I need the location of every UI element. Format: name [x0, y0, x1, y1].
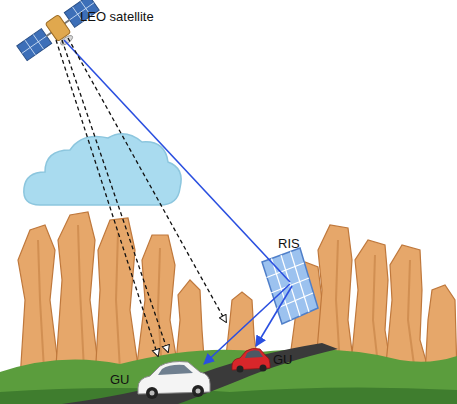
- satellite-label: LEO satellite: [80, 9, 154, 24]
- gu-label: GU: [110, 372, 130, 387]
- gu-label: GU: [273, 352, 293, 367]
- red-car: [232, 348, 270, 372]
- rock-shading: [38, 225, 414, 370]
- ris-panel: [262, 248, 318, 324]
- ris-label: RIS: [278, 236, 300, 251]
- signal-paths: [56, 38, 292, 364]
- cloud: [24, 134, 181, 205]
- road: [62, 343, 338, 404]
- white-car: [138, 362, 210, 400]
